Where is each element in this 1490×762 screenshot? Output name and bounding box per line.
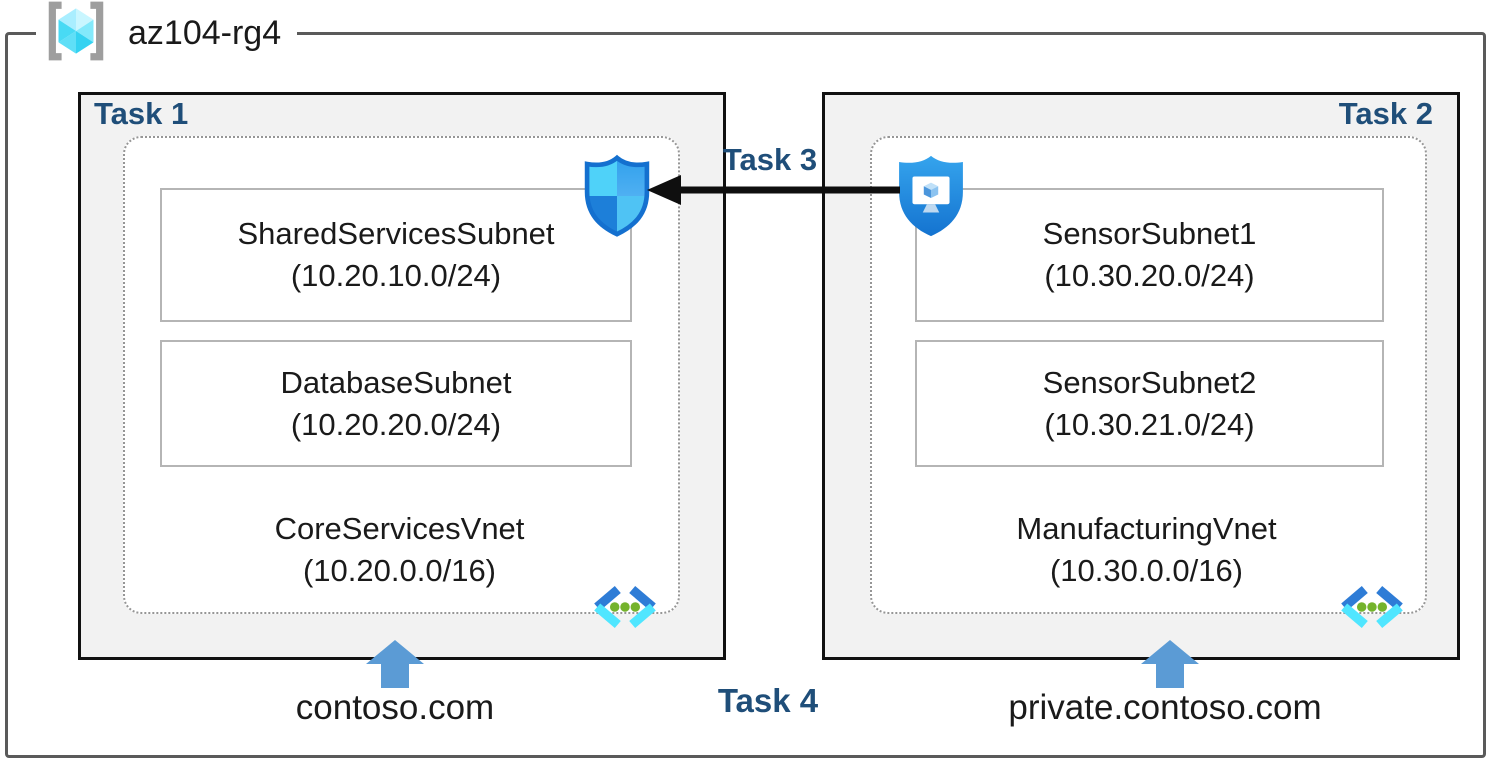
vnet-cidr: (10.20.0.0/16) xyxy=(302,553,497,588)
subnet-database: DatabaseSubnet (10.20.20.0/24) xyxy=(160,340,632,467)
up-arrow-icon xyxy=(1141,640,1199,693)
manufacturing-vnet-label: ManufacturingVnet (10.30.0.0/16) xyxy=(870,508,1423,592)
subnet-name: SharedServicesSubnet xyxy=(237,216,555,251)
application-security-group-icon xyxy=(896,152,966,245)
subnet-cidr: (10.20.20.0/24) xyxy=(290,406,502,442)
core-services-vnet-label: CoreServicesVnet (10.20.0.0/16) xyxy=(123,508,676,592)
up-arrow-icon xyxy=(366,640,424,693)
subnet-cidr: (10.20.10.0/24) xyxy=(290,258,502,293)
dns-zone-label-contoso: contoso.com xyxy=(295,688,495,727)
subnet-cidr: (10.30.20.0/24) xyxy=(1044,258,1255,293)
vnet-cidr: (10.30.0.0/16) xyxy=(1049,553,1244,588)
network-security-group-icon xyxy=(584,154,650,243)
vnet-name: ManufacturingVnet xyxy=(1016,511,1277,546)
subnet-cidr: (10.30.21.0/24) xyxy=(1044,406,1255,442)
subnet-name: SensorSubnet1 xyxy=(1042,216,1257,251)
resource-group-icon xyxy=(40,0,112,67)
resource-group-name: az104-rg4 xyxy=(128,13,282,52)
resource-group-legend: az104-rg4 xyxy=(36,0,298,67)
subnet-sensor1: SensorSubnet1 (10.30.20.0/24) xyxy=(915,188,1384,322)
task4-label: Task 4 xyxy=(717,682,819,719)
task3-label: Task 3 xyxy=(722,142,818,177)
virtual-network-icon xyxy=(590,583,660,636)
subnet-name: SensorSubnet2 xyxy=(1042,364,1257,400)
subnet-sensor2: SensorSubnet2 (10.30.21.0/24) xyxy=(915,340,1384,467)
task1-label: Task 1 xyxy=(94,96,189,131)
dns-zone-label-private-contoso: private.contoso.com xyxy=(1008,688,1322,727)
vnet-name: CoreServicesVnet xyxy=(274,511,525,546)
virtual-network-icon xyxy=(1337,583,1407,636)
subnet-shared-services: SharedServicesSubnet (10.20.10.0/24) xyxy=(160,188,632,322)
subnet-name: DatabaseSubnet xyxy=(280,364,512,400)
task2-label: Task 2 xyxy=(1338,96,1433,131)
task3-arrow-icon xyxy=(644,172,902,213)
